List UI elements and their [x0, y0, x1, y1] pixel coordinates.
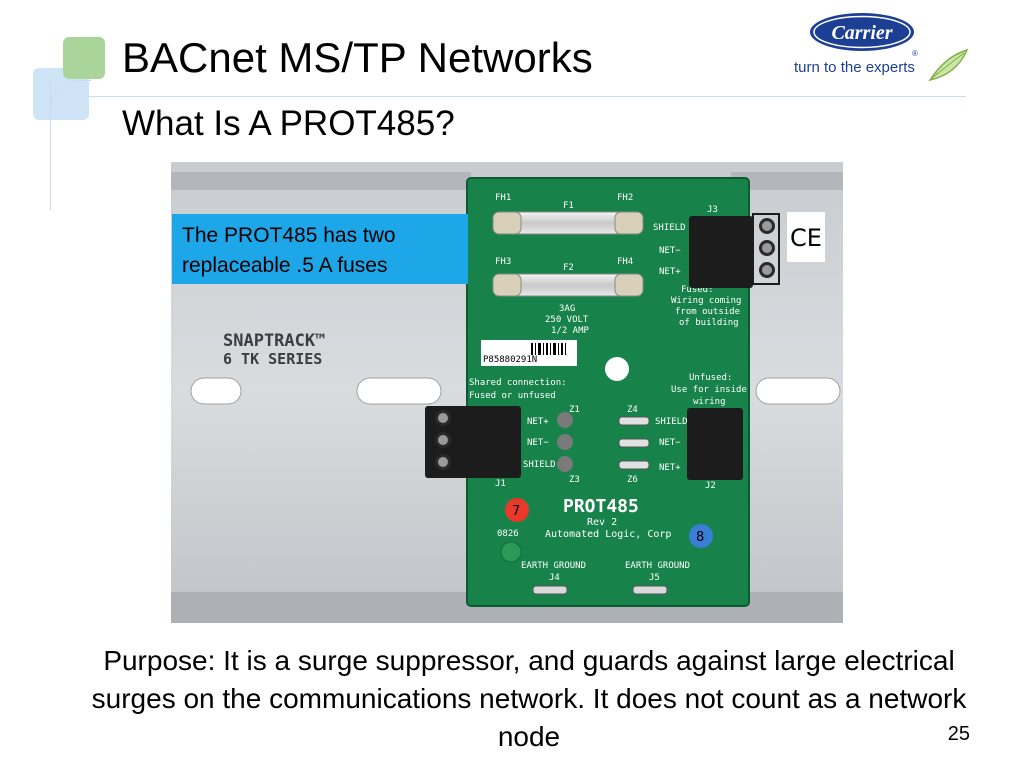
terminal-block-j3 [689, 213, 780, 288]
svg-text:7: 7 [512, 504, 520, 519]
earth-ground-clip-1 [532, 585, 568, 595]
left-pin-net-minus: NET− [527, 438, 549, 448]
fuse-2 [492, 273, 644, 297]
terminal-block-j2 [687, 408, 743, 480]
board-name: PROT485 [563, 496, 639, 517]
label-j5: J5 [649, 573, 660, 583]
fused-note-1: Fused: [681, 285, 714, 295]
label-j2: J2 [705, 481, 716, 491]
carrier-logo: Carrier ® turn to the experts [794, 13, 969, 82]
fuse-spec-3: 1/2 AMP [551, 326, 590, 336]
label-fh4: FH4 [617, 257, 633, 267]
j3-pin-shield: SHIELD [653, 223, 686, 233]
label-f2: F2 [563, 263, 574, 273]
fused-note-4: of building [679, 318, 739, 328]
rail-series: 6 TK SERIES [223, 350, 322, 368]
label-j3: J3 [707, 205, 718, 215]
shared-note-1: Shared connection: [469, 378, 567, 388]
unfused-note-1: Unfused: [689, 373, 732, 383]
label-z4: Z4 [627, 405, 638, 415]
white-sticker [605, 357, 629, 381]
earth-ground-1: EARTH GROUND [521, 561, 586, 571]
logo-brand-text: Carrier [831, 22, 892, 44]
ce-mark: CE [787, 212, 825, 262]
label-fh1: FH1 [495, 193, 511, 203]
earth-ground-clip-2 [632, 585, 668, 595]
leaf-icon [928, 48, 969, 82]
barcode-label: P85880291N [481, 340, 577, 366]
j3-pin-net-plus: NET+ [659, 267, 681, 277]
fuse-spec-2: 250 VOLT [545, 315, 589, 325]
label-z3: Z3 [569, 475, 580, 485]
label-z6: Z6 [627, 475, 638, 485]
earth-ground-2: EARTH GROUND [625, 561, 690, 571]
label-j1: J1 [495, 479, 506, 489]
surge-components [557, 412, 650, 472]
logo-registered-mark: ® [912, 49, 918, 58]
decorative-square-green [63, 37, 105, 79]
left-pin-shield: SHIELD [523, 460, 556, 470]
fused-note-3: from outside [675, 307, 740, 317]
j3-pin-net-minus: NET− [659, 246, 681, 256]
label-f1: F1 [563, 201, 574, 211]
board-rev: Rev 2 [587, 517, 617, 528]
label-fh2: FH2 [617, 193, 633, 203]
red-sticker: 7 [505, 498, 529, 522]
fuse-spec-1: 3AG [559, 304, 575, 314]
green-sticker [500, 541, 522, 563]
date-code: 0826 [497, 529, 519, 539]
left-pin-net-plus: NET+ [527, 417, 549, 427]
decorative-vertical-line [50, 80, 51, 210]
right-pin-shield: SHIELD [655, 417, 688, 427]
barcode-text: P85880291N [483, 355, 537, 365]
terminal-block-j1 [425, 406, 521, 478]
purpose-text: Purpose: It is a surge suppressor, and g… [91, 645, 967, 752]
label-z1: Z1 [569, 405, 580, 415]
callout-line-2: replaceable .5 A fuses [182, 254, 388, 277]
fused-note-2: Wiring coming [671, 296, 741, 306]
fuse-callout: The PROT485 has two replaceable .5 A fus… [172, 214, 468, 284]
blue-sticker: 8 [689, 524, 713, 548]
ce-mark-text: CE [790, 224, 822, 252]
label-fh3: FH3 [495, 257, 511, 267]
right-pin-net-minus: NET− [659, 438, 681, 448]
callout-line-1: The PROT485 has two [182, 224, 396, 247]
prot485-device-photo: SNAPTRACK™ 6 TK SERIES FH1 F1 FH2 FH3 F2… [171, 162, 843, 623]
slide-title: BACnet MS/TP Networks [122, 34, 593, 81]
unfused-note-2: Use for inside [671, 385, 747, 395]
slide-subtitle: What Is A PROT485? [122, 104, 455, 143]
fuse-1 [492, 211, 644, 235]
label-j4: J4 [549, 573, 560, 583]
svg-text:8: 8 [696, 530, 704, 545]
right-pin-net-plus: NET+ [659, 463, 681, 473]
board-maker: Automated Logic, Corp [545, 529, 671, 540]
rail-brand: SNAPTRACK™ [223, 331, 325, 351]
unfused-note-3: wiring [693, 397, 726, 407]
logo-tagline: turn to the experts [794, 59, 915, 76]
page-number: 25 [947, 723, 970, 745]
shared-note-2: Fused or unfused [469, 391, 556, 401]
title-underline [88, 96, 966, 97]
